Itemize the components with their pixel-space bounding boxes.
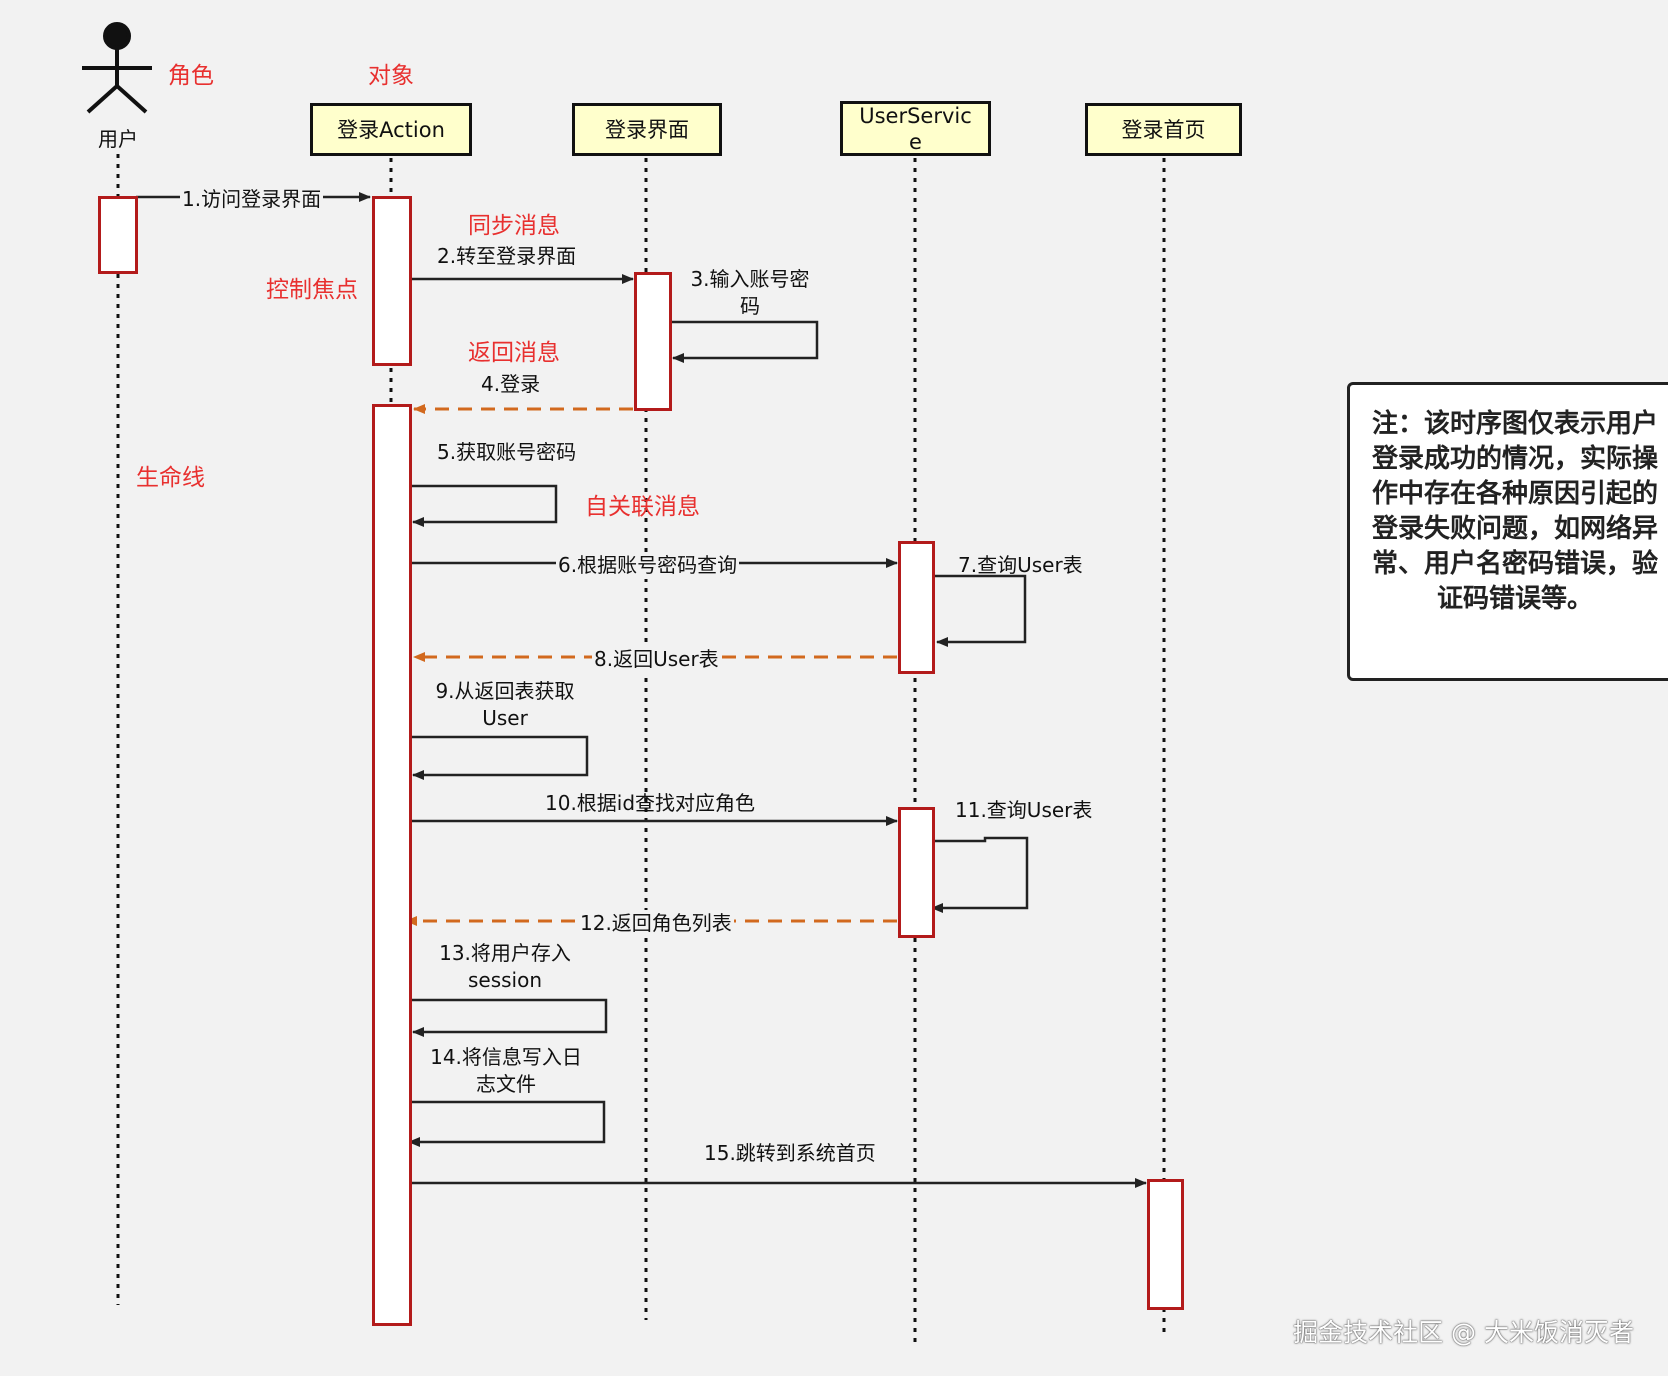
object-userservice: UserServic e [840, 101, 991, 156]
msg-1-label: 1.访问登录界面 [180, 186, 324, 213]
msg-4-label: 4.登录 [481, 372, 541, 396]
note-box: 注：该时序图仅表示用户登录成功的情况，实际操作中存在各种原因引起的登录失败问题，… [1347, 382, 1668, 681]
msg-11-arrow [931, 836, 1029, 913]
annotation-focus: 控制焦点 [266, 277, 358, 303]
msg-2-label: 2.转至登录界面 [437, 244, 577, 268]
msg-14-arrow [408, 1100, 606, 1147]
msg-7-label: 7.查询User表 [958, 553, 1083, 577]
msg-9-arrow [410, 735, 589, 780]
msg-14-label: 14.将信息写入日志文件 [430, 1045, 582, 1096]
watermark: 掘金技术社区 @ 大米饭消灭者 [1293, 1318, 1634, 1347]
annotation-role: 角色 [168, 63, 214, 89]
msg-9-label: 9.从返回表获取User [435, 679, 575, 730]
activation-userservice-1 [898, 541, 935, 674]
msg-12-label: 12.返回角色列表 [578, 910, 734, 937]
annotation-lifeline: 生命线 [136, 465, 205, 491]
msg-3-label: 3.输入账号密码 [690, 267, 810, 318]
msg-5-label: 5.获取账号密码 [437, 440, 577, 464]
msg-13-arrow [410, 998, 608, 1037]
object-home-page: 登录首页 [1085, 103, 1242, 156]
msg-6-label: 6.根据账号密码查询 [556, 552, 740, 579]
object-login-page: 登录界面 [572, 103, 722, 156]
annotation-object: 对象 [368, 63, 414, 89]
msg-7-arrow [934, 574, 1027, 647]
activation-action-1 [372, 196, 412, 366]
msg-8-label: 8.返回User表 [592, 646, 721, 673]
activation-action-2 [372, 404, 412, 1326]
msg-5-arrow [410, 484, 558, 527]
object-login-action: 登录Action [310, 103, 472, 156]
msg-15-label: 15.跳转到系统首页 [704, 1141, 876, 1165]
activation-user [98, 196, 138, 274]
activation-userservice-2 [898, 807, 935, 938]
msg-13-label: 13.将用户存入session [439, 941, 571, 992]
actor-label: 用户 [98, 127, 138, 151]
msg-10-label: 10.根据id查找对应角色 [545, 791, 756, 815]
msg-11-label: 11.查询User表 [955, 798, 1093, 822]
msg-3-arrow [670, 320, 819, 363]
activation-login-page [634, 272, 672, 411]
annotation-self: 自关联消息 [585, 494, 700, 520]
activation-home-page [1147, 1179, 1184, 1310]
annotation-sync: 同步消息 [468, 213, 560, 239]
actor-figure [82, 22, 152, 114]
annotation-return: 返回消息 [468, 340, 560, 366]
